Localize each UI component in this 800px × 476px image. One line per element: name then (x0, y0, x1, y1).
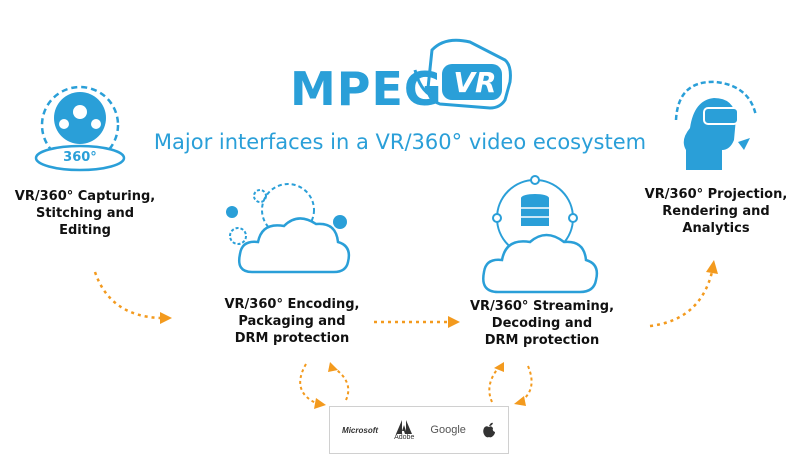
stage-stream-line-2: Decoding and (491, 316, 593, 331)
flow-arrow-capture-to-encode (93, 271, 172, 324)
stage-project-line-3: Analytics (682, 221, 750, 236)
cloud-gears-icon (226, 183, 351, 274)
flow-arrow-encode-brands-loop (299, 362, 350, 409)
brand-partners-box: Microsoft Adobe Google (329, 406, 509, 454)
stage-stream-line-3: DRM protection (484, 333, 600, 348)
stage-stream-line-1: VR/360° Streaming, (469, 299, 615, 314)
flow-arrow-stream-brands-loop (488, 362, 533, 406)
stage-encode-line-1: VR/360° Encoding, (224, 297, 360, 312)
flow-arrow-encode-to-stream (374, 316, 460, 328)
cloud-database-icon (482, 175, 599, 294)
stage-stream-label: VR/360° Streaming, Decoding and DRM prot… (462, 298, 622, 349)
google-logo: Google (430, 424, 466, 436)
mpeg-logo-text: MPEG (290, 62, 443, 116)
flow-arrow-stream-to-project (649, 260, 718, 328)
stage-project-label: VR/360° Projection, Rendering and Analyt… (636, 186, 796, 237)
stage-capture-line-2: Stitching and (35, 206, 135, 221)
stage-capture-line-3: Editing (59, 223, 111, 238)
stage-capture-line-1: VR/360° Capturing, (14, 189, 156, 204)
stage-project-line-2: Rendering and (662, 204, 770, 219)
360-badge: 360° (63, 150, 97, 165)
vr-goggles-icon (413, 38, 512, 110)
adobe-logo: Adobe (394, 419, 415, 441)
stage-encode-line-2: Packaging and (238, 314, 346, 329)
stage-encode-label: VR/360° Encoding, Packaging and DRM prot… (212, 296, 372, 347)
vr-headset-user-icon (674, 80, 758, 170)
stage-project-line-1: VR/360° Projection, (644, 187, 788, 202)
stage-encode-line-3: DRM protection (234, 331, 350, 346)
adobe-label: Adobe (394, 433, 415, 441)
vr-badge: VR (453, 66, 497, 99)
microsoft-logo: Microsoft (342, 425, 379, 435)
page-title: Major interfaces in a VR/360° video ecos… (153, 130, 647, 154)
360-camera-icon (34, 85, 126, 172)
stage-capture-label: VR/360° Capturing, Stitching and Editing (10, 188, 160, 239)
apple-icon (483, 422, 495, 438)
adobe-icon (396, 419, 413, 434)
